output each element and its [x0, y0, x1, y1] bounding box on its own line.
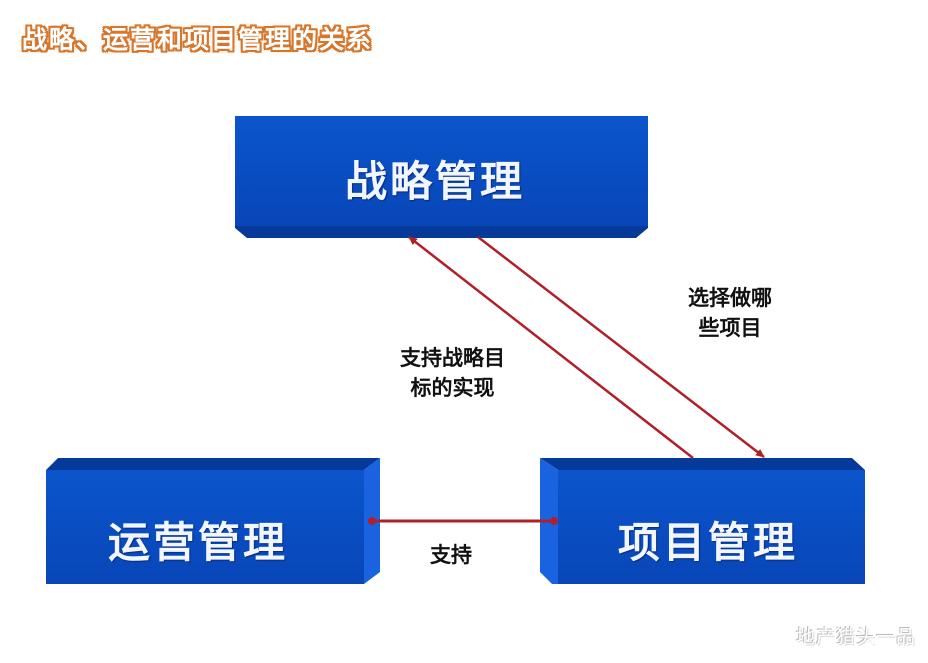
arrow-projects-to-strategy: [408, 236, 694, 459]
operations-management-box: [46, 458, 380, 584]
project-management-box: [540, 458, 865, 584]
support-strategy-label: 支持战略目 标的实现: [400, 343, 505, 403]
arrow-endpoint-left: [368, 517, 376, 525]
choose-projects-label: 选择做哪 些项目: [688, 283, 772, 343]
support-label: 支持: [430, 543, 472, 567]
choose-projects-line1: 选择做哪: [688, 286, 772, 310]
support-strategy-line1: 支持战略目: [400, 346, 505, 370]
operations-management-label: 运营管理: [108, 518, 289, 567]
watermark: 地产猎头一品: [795, 626, 916, 648]
support-strategy-line2: 标的实现: [410, 376, 495, 400]
arrow-strategy-to-projects: [477, 236, 765, 458]
arrow-endpoint-right: [550, 517, 558, 525]
choose-projects-line2: 些项目: [698, 316, 762, 340]
diagram-title: 战略、运营和项目管理的关系: [22, 25, 374, 54]
project-management-label: 项目管理: [618, 518, 799, 567]
strategy-management-label: 战略管理: [345, 157, 526, 206]
strategy-management-box: [235, 116, 648, 238]
